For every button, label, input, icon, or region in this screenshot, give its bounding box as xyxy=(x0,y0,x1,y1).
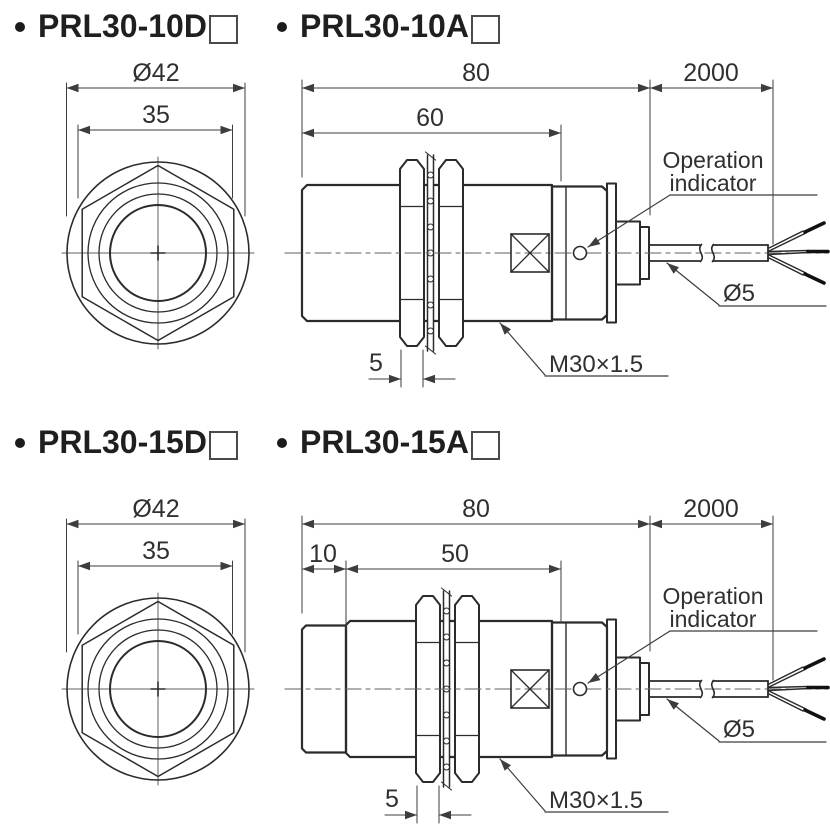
front-dimensions: Ø42 35 xyxy=(65,495,246,653)
bullet-icon xyxy=(277,21,287,32)
dim-thread-length: 60 xyxy=(301,104,562,138)
dim-across-flats: 35 xyxy=(77,101,234,199)
dim-label-cable-length: 2000 xyxy=(683,59,739,87)
front-view xyxy=(61,156,255,350)
model-title-prl30-15d: PRL30-15D xyxy=(15,424,238,461)
front-view xyxy=(61,592,255,786)
x-box-mark xyxy=(510,233,550,273)
model-name: PRL30-10D xyxy=(38,8,207,44)
side-dimensions: 80 2000 10 50 5 xyxy=(301,495,774,824)
model-suffix-box xyxy=(208,15,238,44)
label-thread-spec-text: M30×1.5 xyxy=(549,351,643,378)
dim-label-thread-length: 60 xyxy=(416,104,444,132)
front-dimensions: Ø42 35 xyxy=(65,59,246,217)
label-cable-diameter: Ø5 xyxy=(666,262,827,307)
dim-nut-thickness: 5 xyxy=(368,349,456,388)
bullet-icon xyxy=(15,21,25,32)
dim-overall-length: 80 xyxy=(301,495,651,529)
dim-label-overall-length: 80 xyxy=(462,59,490,87)
cable xyxy=(648,243,769,263)
bullet-icon xyxy=(277,437,287,448)
dim-label-outer-diameter: Ø42 xyxy=(132,59,179,87)
side-view xyxy=(284,587,830,791)
dim-cable-length: 2000 xyxy=(649,495,774,529)
cable xyxy=(648,679,769,699)
dim-label-tip-length: 10 xyxy=(309,540,337,568)
model-suffix-box xyxy=(470,15,500,44)
label-cable-diameter: Ø5 xyxy=(666,698,827,743)
label-thread-spec: M30×1.5 xyxy=(499,758,669,814)
dim-outer-diameter: Ø42 xyxy=(65,495,246,653)
dim-across-flats: 35 xyxy=(77,537,234,635)
model-suffix-box xyxy=(470,431,500,460)
operation-indicator-led xyxy=(572,245,588,261)
dim-nut-thickness: 5 xyxy=(384,785,472,824)
label-cable-diameter-text: Ø5 xyxy=(723,280,755,307)
label-cable-diameter-text: Ø5 xyxy=(723,716,755,743)
dim-label-thread-length: 50 xyxy=(441,540,469,568)
dim-label-across-flats: 35 xyxy=(142,101,170,129)
model-title-prl30-15a: PRL30-15A xyxy=(277,424,500,461)
side-view xyxy=(284,151,830,355)
drawing-prl30-15: Ø42 35 80 2000 10 50 5 M30×1.5 Ø5 Operationindica… xyxy=(61,495,830,824)
drawing-prl30-10: Ø42 35 80 2000 60 5 M30×1.5 Ø5 Operationindicato… xyxy=(61,59,830,388)
model-name: PRL30-15A xyxy=(300,424,469,460)
model-name: PRL30-15D xyxy=(38,424,207,460)
side-dimensions: 80 2000 60 5 xyxy=(301,59,774,388)
dim-tip-length: 10 xyxy=(301,540,347,574)
label-thread-spec: M30×1.5 xyxy=(499,322,669,378)
model-title-prl30-10d: PRL30-10D xyxy=(15,8,238,45)
operation-indicator-led xyxy=(572,681,588,697)
dim-thread-length: 50 xyxy=(345,540,562,574)
dim-label-overall-length: 80 xyxy=(462,495,490,523)
title-row-1: PRL30-10D PRL30-10A xyxy=(0,8,830,44)
model-name: PRL30-10A xyxy=(300,8,469,44)
bullet-icon xyxy=(15,437,25,448)
label-thread-spec-text: M30×1.5 xyxy=(549,787,643,814)
dim-label-nut-thickness: 5 xyxy=(369,349,383,377)
model-suffix-box xyxy=(208,431,238,460)
label-indicator-text: indicator xyxy=(670,606,757,632)
title-row-2: PRL30-15D PRL30-15A xyxy=(0,424,830,460)
label-operation-text: Operation xyxy=(662,583,763,609)
dim-cable-length: 2000 xyxy=(649,59,774,93)
wire-ends xyxy=(768,221,830,285)
dim-label-nut-thickness: 5 xyxy=(385,785,399,813)
dim-outer-diameter: Ø42 xyxy=(65,59,246,217)
x-box-mark xyxy=(510,669,550,709)
model-title-prl30-10a: PRL30-10A xyxy=(277,8,500,45)
dim-label-across-flats: 35 xyxy=(142,537,170,565)
label-indicator-text: indicator xyxy=(670,170,757,196)
dim-label-cable-length: 2000 xyxy=(683,495,739,523)
label-operation-text: Operation xyxy=(662,147,763,173)
wire-ends xyxy=(768,657,830,721)
dim-overall-length: 80 xyxy=(301,59,651,93)
dim-label-outer-diameter: Ø42 xyxy=(132,495,179,523)
